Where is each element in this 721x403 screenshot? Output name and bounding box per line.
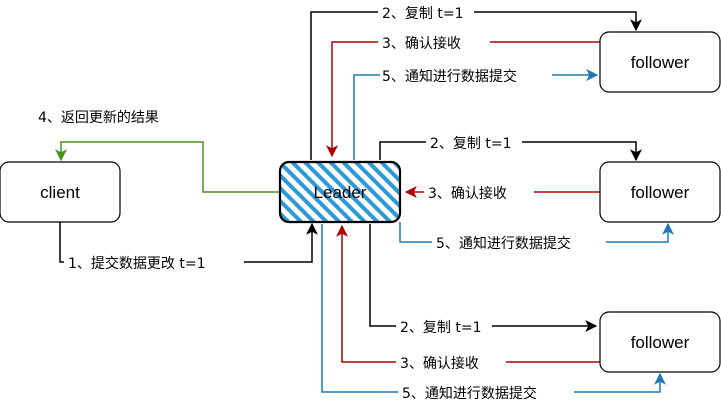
svg-text:4、返回更新的结果: 4、返回更新的结果 (38, 110, 159, 126)
label-mid-commit: 5、通知进行数据提交 (432, 233, 606, 252)
svg-text:3、确认接收: 3、确认接收 (382, 35, 461, 52)
svg-text:5、通知进行数据提交: 5、通知进行数据提交 (436, 235, 571, 252)
svg-text:follower: follower (631, 183, 690, 202)
label-top-commit: 5、通知进行数据提交 (380, 66, 552, 85)
label-mid-replicate: 2、复制 t=1 (426, 133, 522, 152)
node-follower-top: follower (599, 31, 721, 93)
label-return: 4、返回更新的结果 (38, 110, 159, 126)
label-bottom-replicate: 2、复制 t=1 (396, 317, 492, 336)
svg-text:5、通知进行数据提交: 5、通知进行数据提交 (402, 385, 537, 402)
label-top-replicate: 2、复制 t=1 (378, 3, 474, 22)
svg-text:3、确认接收: 3、确认接收 (400, 355, 479, 372)
svg-text:follower: follower (631, 53, 690, 72)
node-follower-bottom: follower (599, 311, 721, 373)
edge-return (55, 141, 280, 193)
svg-text:1、提交数据更改 t=1: 1、提交数据更改 t=1 (68, 255, 205, 272)
svg-text:3、确认接收: 3、确认接收 (428, 185, 507, 202)
label-submit: 1、提交数据更改 t=1 (64, 253, 244, 272)
label-mid-ack: 3、确认接收 (424, 183, 534, 202)
svg-text:client: client (40, 183, 80, 202)
svg-text:follower: follower (631, 333, 690, 352)
svg-text:2、复制 t=1: 2、复制 t=1 (382, 5, 463, 22)
node-leader: Leader (278, 160, 402, 224)
edge-bottom-replicate (369, 224, 598, 332)
node-client: client (0, 161, 121, 223)
label-top-ack: 3、确认接收 (378, 33, 490, 52)
svg-text:2、复制 t=1: 2、复制 t=1 (430, 135, 511, 152)
label-bottom-ack: 3、确认接收 (396, 353, 506, 372)
label-bottom-commit: 5、通知进行数据提交 (398, 383, 574, 402)
edge-top-ack (326, 41, 600, 158)
svg-text:2、复制 t=1: 2、复制 t=1 (400, 319, 481, 336)
svg-text:Leader: Leader (314, 183, 367, 202)
svg-text:5、通知进行数据提交: 5、通知进行数据提交 (382, 68, 517, 85)
edge-bottom-ack (336, 224, 600, 363)
node-follower-mid: follower (599, 161, 721, 223)
